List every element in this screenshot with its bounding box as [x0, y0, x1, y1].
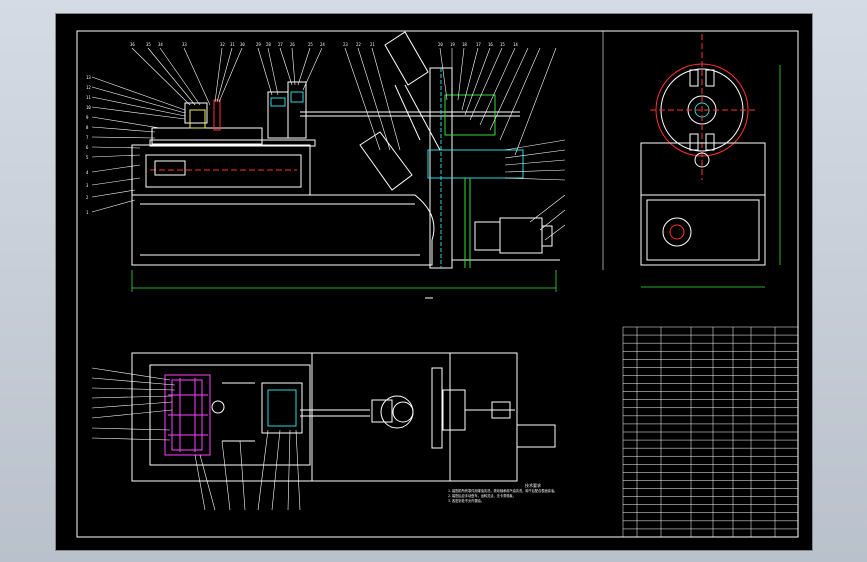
svg-text:4: 4 [86, 170, 89, 175]
leader-lines-top [131, 47, 557, 156]
leader-lines-left [91, 76, 186, 213]
svg-text:5: 5 [86, 155, 89, 160]
svg-text:28: 28 [266, 42, 271, 47]
plan-view [131, 352, 556, 482]
leader-lines-plan [91, 367, 301, 511]
svg-text:6: 6 [86, 145, 89, 150]
svg-text:25: 25 [308, 42, 313, 47]
drawing-sheet [55, 13, 813, 551]
svg-text:23: 23 [343, 42, 348, 47]
svg-text:11: 11 [86, 95, 91, 100]
svg-text:34: 34 [158, 42, 163, 47]
svg-text:16: 16 [488, 42, 493, 47]
svg-text:30: 30 [240, 42, 245, 47]
svg-text:3: 3 [86, 183, 89, 188]
coupling [380, 395, 414, 429]
svg-text:21: 21 [370, 42, 375, 47]
svg-text:14: 14 [513, 42, 518, 47]
svg-text:33: 33 [182, 42, 187, 47]
svg-text:17: 17 [476, 42, 481, 47]
svg-text:27: 27 [278, 42, 283, 47]
drive-motor [499, 217, 543, 254]
technical-notes: 技术要求 1. 装配前所有零件用煤油清洗，滚动轴承用汽油清洗，晾干后配合表面涂油… [448, 483, 618, 504]
svg-text:36: 36 [130, 42, 135, 47]
svg-text:9: 9 [86, 115, 89, 120]
side-base-frame [640, 142, 766, 266]
svg-text:2: 2 [86, 195, 89, 200]
svg-text:29: 29 [256, 42, 261, 47]
svg-text:20: 20 [438, 42, 443, 47]
svg-text:12: 12 [86, 85, 91, 90]
svg-text:7: 7 [86, 135, 89, 140]
svg-text:13: 13 [86, 75, 91, 80]
leader-lines-right [504, 139, 566, 241]
technical-note-2: 2. 装配后应手动盘车，运转灵活，无卡滞现象。 [448, 494, 516, 498]
plan-motor [516, 424, 556, 448]
parts-list-table [622, 326, 799, 538]
svg-text:32: 32 [220, 42, 225, 47]
technical-requirements-heading: 技术要求 [525, 483, 541, 488]
svg-text:19: 19 [450, 42, 455, 47]
svg-text:15: 15 [500, 42, 505, 47]
inner-border [76, 30, 799, 538]
svg-text:22: 22 [356, 42, 361, 47]
svg-text:18: 18 [462, 42, 467, 47]
technical-note-3: 3. 各密封处不允许漏油。 [448, 499, 484, 503]
svg-text:35: 35 [146, 42, 151, 47]
front-elevation [131, 31, 560, 299]
svg-text:26: 26 [290, 42, 295, 47]
svg-text:1: 1 [86, 210, 89, 215]
technical-note-1: 1. 装配前所有零件用煤油清洗，滚动轴承用汽油清洗，晾干后配合表面涂油。 [448, 489, 558, 493]
svg-text:10: 10 [86, 105, 91, 110]
svg-text:24: 24 [320, 42, 325, 47]
side-elevation [640, 34, 781, 288]
svg-text:8: 8 [86, 125, 89, 130]
svg-text:31: 31 [230, 42, 235, 47]
plan-outline [131, 352, 518, 482]
